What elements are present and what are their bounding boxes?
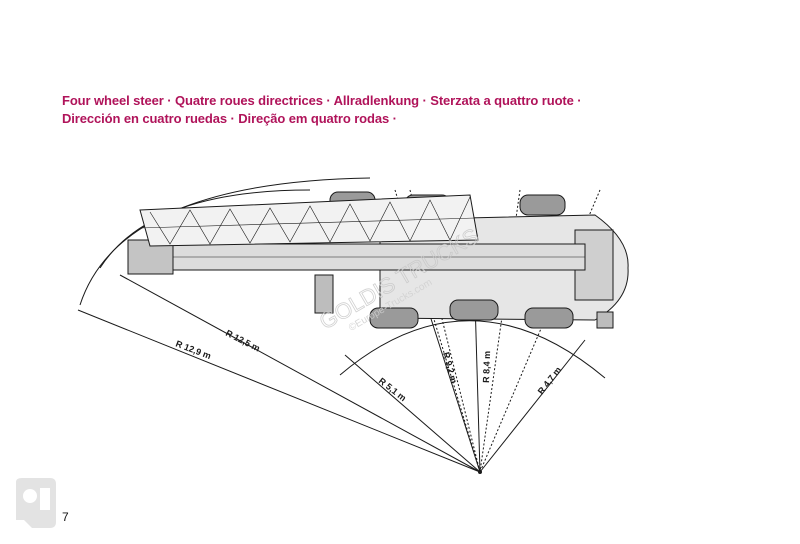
radius-label-12-5: R 12,5 m [224, 328, 262, 354]
wheel [369, 307, 419, 329]
arc-inner [339, 320, 606, 379]
outrigger [314, 274, 334, 314]
radius-label-5-1: R 5,1 m [377, 376, 408, 404]
jib-lattice [139, 196, 476, 245]
radius-labels: R 12,9 m R 12,5 m R 5,1 m R 9,2 m R 8,4 … [174, 328, 563, 403]
radius-label-4-7: R 4,7 m [536, 365, 564, 396]
radius-label-12-9: R 12,9 m [174, 339, 212, 362]
heading-line-2: Dirección en cuatro ruedas · Direção em … [62, 111, 397, 126]
crane-top-view [127, 191, 629, 329]
truck-logo-icon [16, 478, 56, 528]
heading-line-1: Four wheel steer · Quatre roues directri… [62, 93, 582, 108]
wheel [519, 194, 566, 216]
turning-center [478, 470, 482, 474]
radius-label-8-4: R 8,4 m [481, 351, 492, 383]
wheel [524, 307, 574, 329]
page-number: 7 [62, 510, 69, 524]
radius-label-9-2: R 9,2 m [441, 351, 459, 385]
lattice-jib [139, 194, 479, 247]
page-heading: Four wheel steer · Quatre roues directri… [62, 92, 582, 128]
outrigger [596, 311, 614, 329]
wheel [449, 299, 499, 321]
